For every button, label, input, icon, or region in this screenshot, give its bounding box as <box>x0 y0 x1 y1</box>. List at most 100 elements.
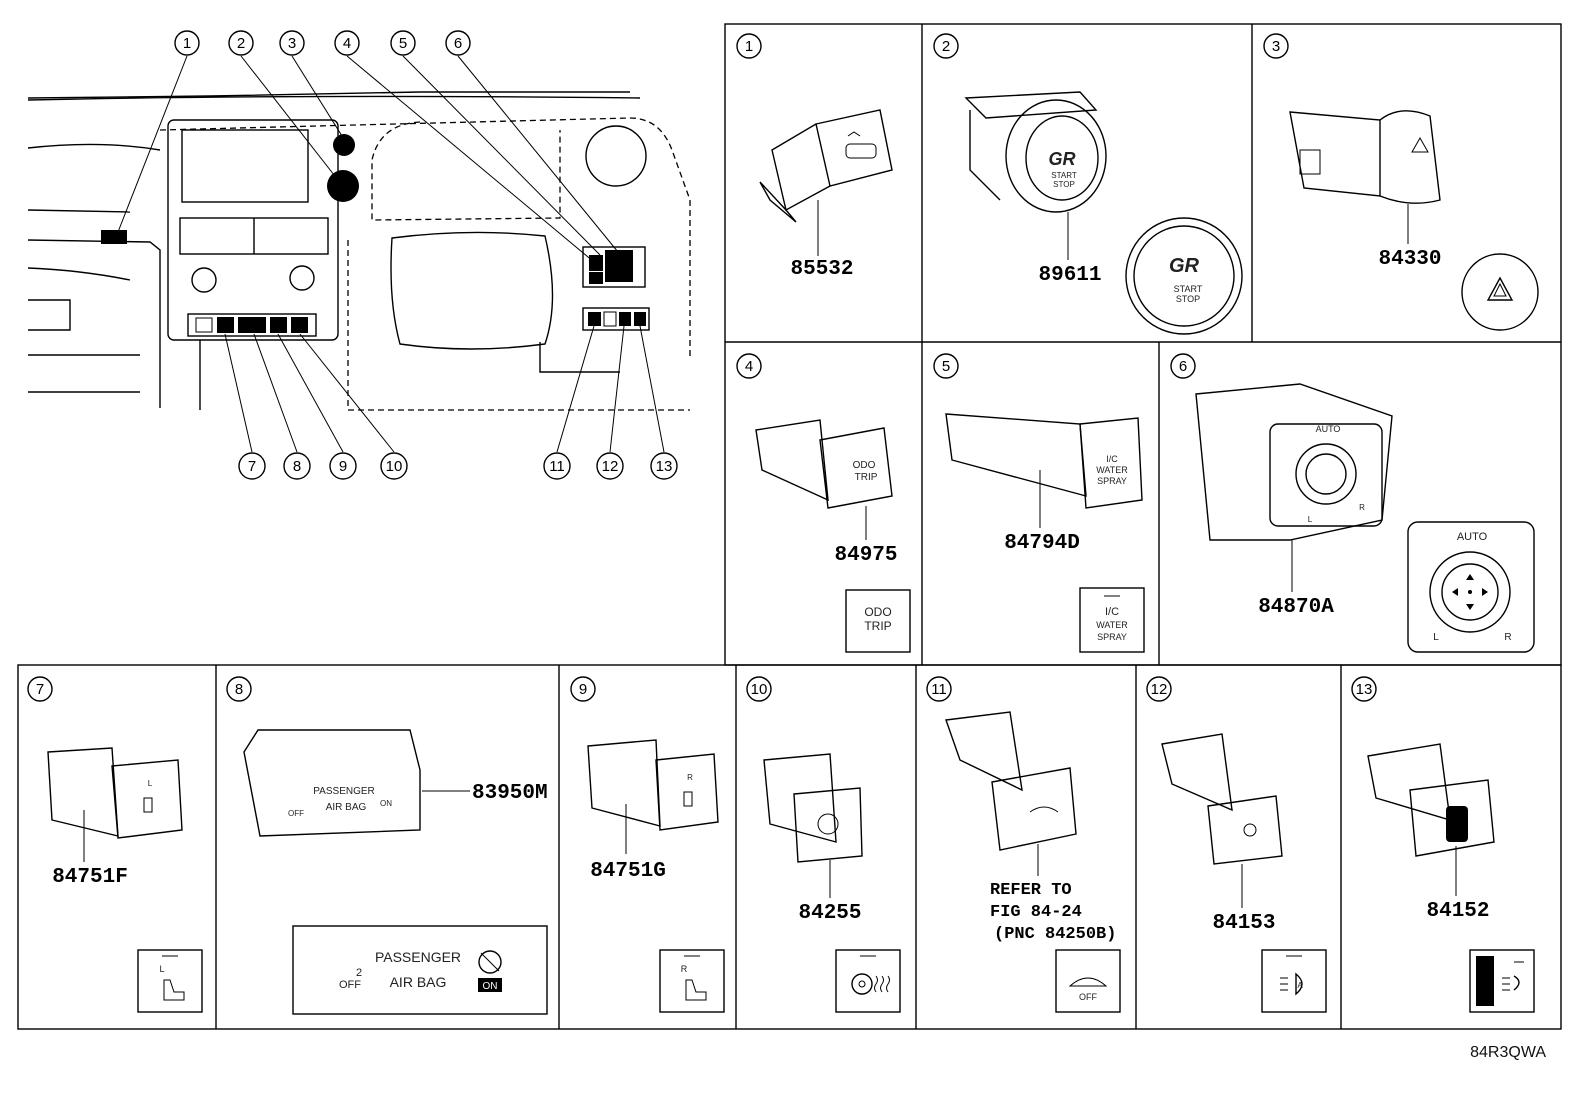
svg-text:6: 6 <box>454 35 462 52</box>
part-number-84751F: 84751F <box>52 866 128 889</box>
auto-headlight-icon: A <box>1261 949 1327 1013</box>
svg-text:5: 5 <box>942 358 950 375</box>
panel-7: 7 L 84751F L <box>27 676 203 1013</box>
svg-text:11: 11 <box>931 681 947 698</box>
svg-text:2: 2 <box>942 38 950 55</box>
panel-8: 8 PASSENGER AIR BAG OFF ON 83950M PASSEN… <box>226 676 548 1015</box>
svg-text:A: A <box>1297 981 1303 990</box>
svg-text:AUTO: AUTO <box>1457 531 1488 543</box>
svg-text:13: 13 <box>656 458 673 475</box>
svg-text:4: 4 <box>343 35 351 52</box>
callout-8: 8 <box>283 452 311 480</box>
part-number-89611: 89611 <box>1038 264 1101 287</box>
callout-1: 1 <box>174 30 200 56</box>
steering-heater-switch-drawing <box>763 753 863 863</box>
gr-logo-text: GR <box>1049 149 1076 169</box>
svg-text:9: 9 <box>579 681 587 698</box>
svg-text:12: 12 <box>602 458 619 475</box>
svg-text:3: 3 <box>288 35 296 52</box>
callout-3: 3 <box>279 30 305 56</box>
svg-text:I/C: I/C <box>1106 454 1118 464</box>
svg-text:START: START <box>1174 284 1203 294</box>
svg-text:L: L <box>148 779 153 788</box>
svg-text:1: 1 <box>183 35 191 52</box>
panel-11: 11 REFER TO FIG 84-24 (PNC 84250B) OFF <box>926 676 1121 1013</box>
part-number-84330: 84330 <box>1378 248 1441 271</box>
svg-text:OFF: OFF <box>339 979 361 991</box>
svg-text:R: R <box>1359 503 1365 512</box>
start-stop-switch-drawing: GR START STOP <box>964 91 1107 213</box>
svg-text:6: 6 <box>1179 358 1187 375</box>
part-number-83950M: 83950M <box>472 782 548 805</box>
svg-text:12: 12 <box>1151 681 1168 698</box>
panel-1: 1 85532 <box>736 33 893 281</box>
part-number-84975: 84975 <box>834 544 897 567</box>
svg-text:10: 10 <box>751 681 768 698</box>
svg-text:GR: GR <box>1169 255 1200 277</box>
svg-text:ON: ON <box>380 799 392 808</box>
part-number-84794D: 84794D <box>1004 532 1080 555</box>
callout-6: 6 <box>445 30 471 56</box>
mirror-control-icon: AUTO L R <box>1407 521 1535 653</box>
svg-text:8: 8 <box>293 458 301 475</box>
svg-text:8: 8 <box>235 681 243 698</box>
part-number-84152: 84152 <box>1426 900 1489 923</box>
svg-text:OFF: OFF <box>288 809 304 818</box>
svg-text:R: R <box>681 964 688 974</box>
panel-10: 10 84255 <box>746 676 901 1013</box>
svg-text:13: 13 <box>1356 681 1373 698</box>
svg-text:2: 2 <box>356 967 362 979</box>
callout-2: 2 <box>228 30 254 56</box>
svg-text:3: 3 <box>1272 38 1280 55</box>
svg-text:START: START <box>1051 171 1077 180</box>
steering-heater-icon <box>835 949 901 1013</box>
panel-13: 13 84152 <box>1351 676 1535 1013</box>
panel-grid <box>17 23 1562 1030</box>
svg-text:I/C: I/C <box>1105 606 1119 618</box>
svg-text:1: 1 <box>745 38 753 55</box>
odo-trip-switch-drawing: ODO TRIP <box>755 419 893 509</box>
svg-text:10: 10 <box>386 458 403 475</box>
svg-text:OFF: OFF <box>1079 992 1097 1002</box>
svg-text:AUTO: AUTO <box>1316 424 1341 434</box>
svg-text:L: L <box>159 964 164 974</box>
seat-heater-left-switch-drawing: L <box>47 747 183 839</box>
seat-heater-right-icon: R <box>659 949 725 1013</box>
panel-4: 4 ODO TRIP 84975 ODO TRIP <box>736 353 911 653</box>
callout-4: 4 <box>334 30 360 56</box>
diagram-code: 84R3QWA <box>1470 1044 1546 1061</box>
svg-text:TRIP: TRIP <box>855 472 878 483</box>
svg-text:4: 4 <box>745 358 753 375</box>
panel-2: 2 GR START STOP 89611 GR START STOP <box>933 33 1243 335</box>
svg-text:L: L <box>1308 515 1313 524</box>
svg-text:PASSENGER: PASSENGER <box>313 786 375 797</box>
svg-text:ON: ON <box>483 981 498 992</box>
callout-7: 7 <box>238 452 266 480</box>
part-number-85532: 85532 <box>790 258 853 281</box>
svg-text:AIR BAG: AIR BAG <box>390 974 447 990</box>
svg-text:L: L <box>1433 632 1439 643</box>
hazard-icon <box>1461 253 1539 331</box>
svg-text:WATER: WATER <box>1096 620 1128 630</box>
vsc-off-icon: OFF <box>1055 949 1121 1013</box>
svg-text:9: 9 <box>339 458 347 475</box>
headlight-leveling-icon <box>1469 949 1535 1013</box>
svg-text:ODO: ODO <box>864 605 891 619</box>
start-stop-button-icon: GR START STOP <box>1125 217 1243 335</box>
vsc-off-switch-drawing <box>945 711 1077 851</box>
svg-text:7: 7 <box>248 458 256 475</box>
panel-5: 5 I/C WATER SPRAY 84794D I/C WATER SPRAY <box>933 353 1145 653</box>
svg-text:2: 2 <box>237 35 245 52</box>
svg-text:R: R <box>687 773 693 782</box>
callout-13: 13 <box>650 452 678 480</box>
passenger-airbag-indicator-drawing: PASSENGER AIR BAG OFF ON <box>243 729 421 837</box>
svg-text:7: 7 <box>36 681 44 698</box>
svg-text:AIR BAG: AIR BAG <box>326 802 367 813</box>
callout-10: 10 <box>380 452 408 480</box>
refer-to-line-2: FIG 84-24 <box>990 903 1082 922</box>
panel-3: 3 84330 <box>1263 33 1539 331</box>
svg-text:11: 11 <box>549 458 565 475</box>
hazard-switch-drawing <box>1289 110 1441 204</box>
refer-to-line-3: (PNC 84250B) <box>994 925 1116 944</box>
